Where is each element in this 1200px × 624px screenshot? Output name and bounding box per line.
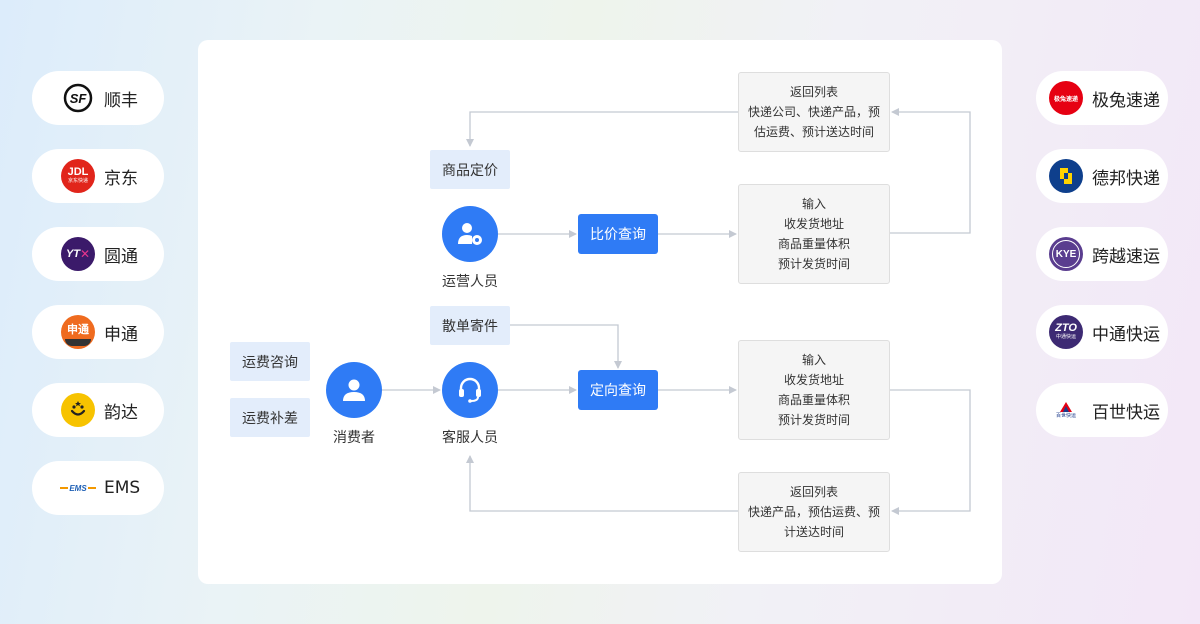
carrier-pill-best: 百世快运 百世快运 <box>1036 383 1168 437</box>
operator-caption: 运营人员 <box>442 274 498 290</box>
kye-logo-icon: KYE <box>1049 237 1083 271</box>
carrier-pill-jitu: 极兔速递 极兔速递 <box>1036 71 1168 125</box>
carrier-pill-sto: 申通 申通 <box>32 305 164 359</box>
carrier-name: 极兔速递 <box>1092 90 1160 111</box>
sto-logo-icon: 申通 <box>61 315 95 349</box>
carrier-name: 德邦快递 <box>1092 168 1160 189</box>
carrier-name: 韵达 <box>104 402 138 423</box>
carrier-pill-jd: JDL 京东快递 京东 <box>32 149 164 203</box>
carrier-name: 圆通 <box>104 246 138 267</box>
carrier-pill-zto: ZTO 中通快运 中通快运 <box>1036 305 1168 359</box>
consumer-node <box>326 362 382 418</box>
carrier-name: 申通 <box>104 324 138 345</box>
jitu-logo-icon: 极兔速递 <box>1049 81 1083 115</box>
carrier-pill-yunda: 韵达 <box>32 383 164 437</box>
svg-text:SF: SF <box>70 91 88 106</box>
carrier-pill-ems: EMS EMS <box>32 461 164 515</box>
ems-logo-icon: EMS <box>60 471 96 505</box>
user-gear-icon <box>458 223 482 245</box>
best-logo-icon: 百世快运 <box>1049 393 1083 427</box>
carrier-pill-kye: KYE 跨越速运 <box>1036 227 1168 281</box>
product-pricing-label: 商品定价 <box>430 150 510 189</box>
headset-icon <box>459 377 481 403</box>
flow-connectors <box>382 108 971 515</box>
bottom-return-list-box: 返回列表 快递产品，预估运费、预 计送达时间 <box>738 472 890 552</box>
carrier-name: EMS <box>104 478 141 498</box>
jdl-logo-icon: JDL 京东快递 <box>61 159 95 193</box>
carrier-name: 京东 <box>104 168 138 189</box>
freight-supplement-label: 运费补差 <box>230 398 310 437</box>
service-staff-caption: 客服人员 <box>442 430 498 446</box>
bulk-shipping-label: 散单寄件 <box>430 306 510 345</box>
top-input-box: 输入 收发货地址 商品重量体积 预计发货时间 <box>738 184 890 284</box>
sf-express-logo-icon: SF <box>61 81 95 115</box>
bottom-input-box: 输入 收发货地址 商品重量体积 预计发货时间 <box>738 340 890 440</box>
consumer-caption: 消费者 <box>333 430 375 446</box>
carrier-name: 顺丰 <box>104 90 138 111</box>
debang-logo-icon <box>1049 159 1083 193</box>
freight-consult-label: 运费咨询 <box>230 342 310 381</box>
carrier-pill-debang: 德邦快递 <box>1036 149 1168 203</box>
yunda-logo-icon <box>61 393 95 427</box>
yto-logo-icon: YT✕ <box>61 237 95 271</box>
carrier-pill-yto: YT✕ 圆通 <box>32 227 164 281</box>
operator-node <box>442 206 498 262</box>
carrier-name: 百世快运 <box>1092 402 1160 423</box>
top-return-list-box: 返回列表 快递公司、快递产品，预 估运费、预计送达时间 <box>738 72 890 152</box>
price-compare-query-button[interactable]: 比价查询 <box>578 214 658 254</box>
zto-logo-icon: ZTO 中通快运 <box>1049 315 1083 349</box>
directed-query-button[interactable]: 定向查询 <box>578 370 658 410</box>
user-icon <box>343 379 365 401</box>
flow-card: 返回列表 快递公司、快递产品，预 估运费、预计送达时间 商品定价 运营人员 比价… <box>198 40 1002 584</box>
carrier-pill-sf: SF 顺丰 <box>32 71 164 125</box>
carrier-name: 跨越速运 <box>1092 246 1160 267</box>
carrier-name: 中通快运 <box>1092 324 1160 345</box>
service-staff-node <box>442 362 498 418</box>
